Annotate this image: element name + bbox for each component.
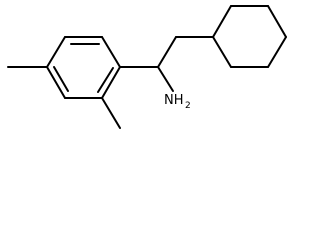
bond-alpha-carbon-to-methylene	[157, 36, 177, 68]
cyclohexane-bond-4	[267, 36, 287, 68]
cyclohexane-bond-3	[267, 5, 287, 38]
ring-bond-lower-right-inner	[97, 67, 114, 93]
cyclohexane-bond-1	[212, 5, 232, 38]
bond-alpha-carbon-to-nitrogen	[157, 66, 174, 92]
ring-bond-lower-right	[101, 66, 121, 99]
ring-bond-lower-left-inner	[53, 66, 69, 92]
amine-label-subscript: 2	[185, 101, 191, 111]
amine-group-label: NH 2	[164, 93, 191, 111]
benzene-ring	[46, 36, 121, 99]
ring-bond-upper-right	[101, 36, 121, 68]
ring-bond-lower-left	[46, 66, 66, 99]
amine-label-main: NH	[164, 93, 184, 108]
cyclohexane-bond-6	[212, 36, 232, 68]
cyclohexane-ring	[212, 5, 287, 68]
ring-bond-upper-left	[46, 36, 66, 68]
methyl-bond-ortho	[101, 97, 121, 129]
chemical-structure-diagram: NH 2	[7, 5, 287, 129]
